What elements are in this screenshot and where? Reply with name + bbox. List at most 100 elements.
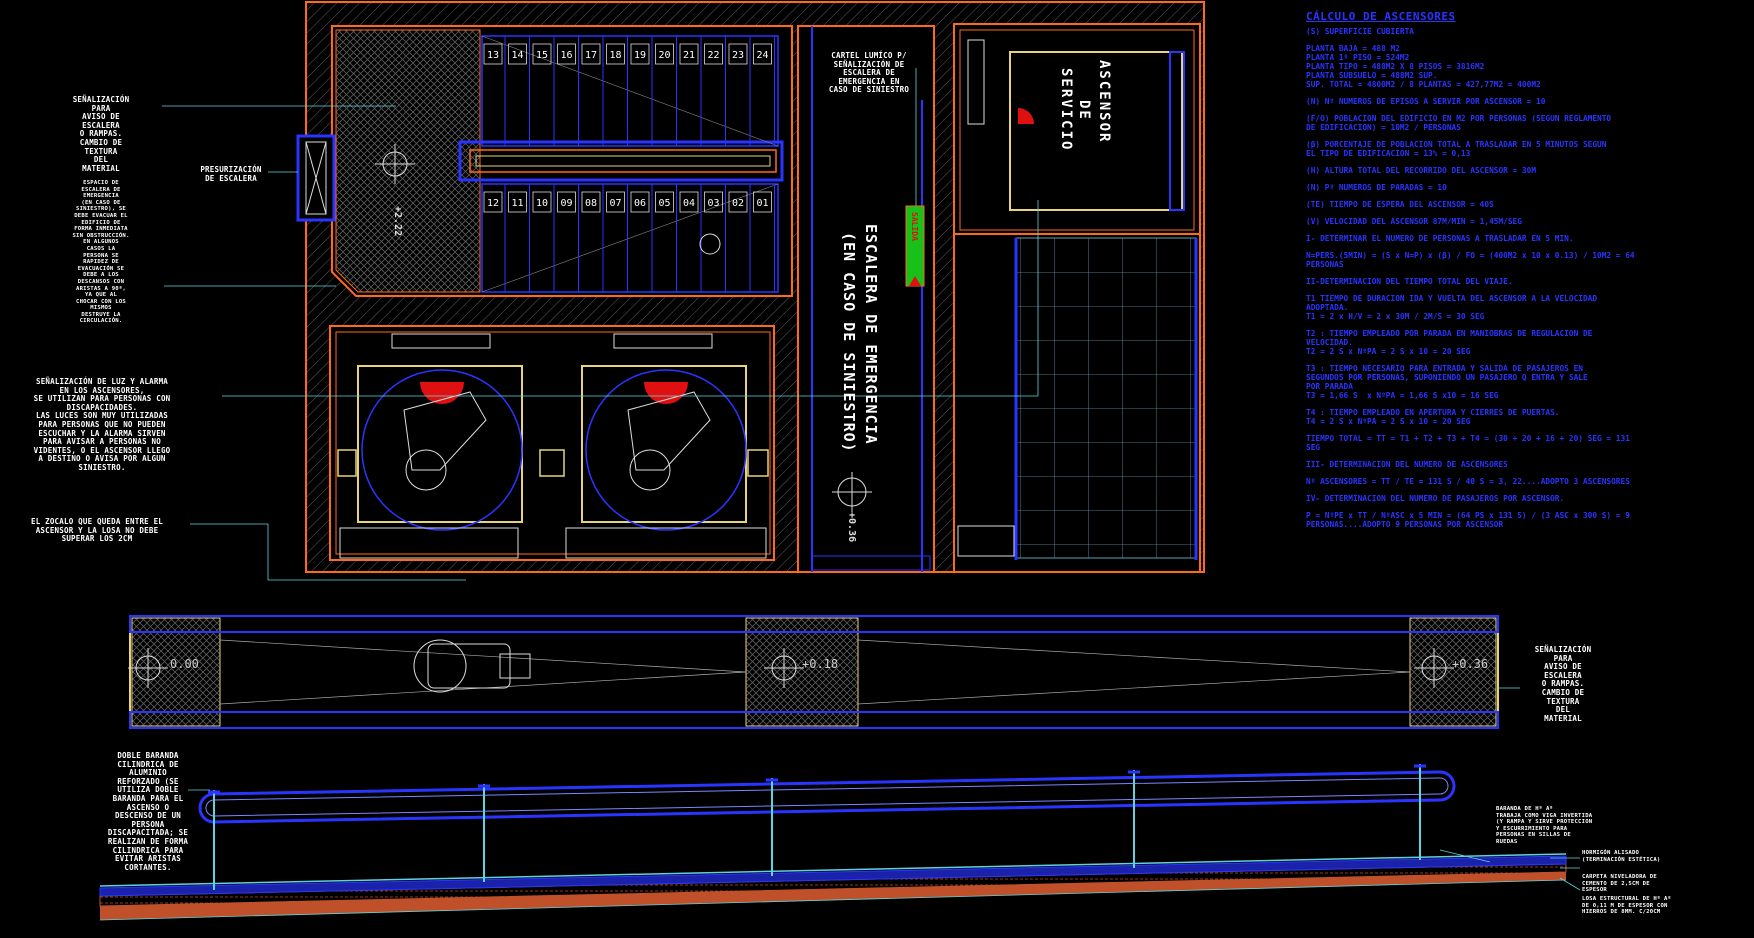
calc-line: PLANTA TIPO = 488M2 X 8 PISOS = 3816M2 bbox=[1306, 62, 1485, 71]
calc-block: Nº ASCENSORES = TT / TE = 131 S / 40 S =… bbox=[1306, 477, 1746, 486]
step-box bbox=[630, 43, 650, 65]
baranda-line: REFORZADO (SE bbox=[117, 776, 179, 786]
calc-line: (N) Nº NUMEROS DE EPISOS A SERVIR POR AS… bbox=[1306, 97, 1546, 106]
espacio-line: YA QUE AL bbox=[84, 292, 118, 299]
calc-line: PLANTA BAJA = 488 M2 bbox=[1306, 44, 1400, 53]
baranda-line: ALUMINIO bbox=[129, 768, 167, 778]
calc-line: PLANTA 1º PISO = 524M2 bbox=[1306, 53, 1410, 62]
senalizacion-line: AVISO DE bbox=[82, 112, 120, 122]
calc-line: T2 : TIEMPO EMPLEADO POR PARADA EN MANIO… bbox=[1306, 329, 1593, 338]
calc-line: N=PERS.(5MIN) = (S x N=P) x (β) / FO = (… bbox=[1306, 251, 1635, 260]
step-box bbox=[581, 191, 601, 213]
luz-line: SEÑALIZACIÓN DE LUZ Y ALARMA bbox=[35, 377, 169, 386]
senalizacion-line: TEXTURA bbox=[84, 146, 118, 156]
step-box bbox=[557, 43, 576, 65]
step-number: 17 bbox=[585, 50, 597, 61]
step-number: 19 bbox=[634, 50, 646, 61]
calc-line: SEG bbox=[1306, 443, 1321, 452]
step-box bbox=[704, 191, 723, 213]
step-number: 06 bbox=[634, 198, 646, 209]
stair-flight-upper bbox=[481, 35, 779, 147]
calc-line: (V) VELOCIDAD DEL ASCENSOR 87M/MIN = 1,4… bbox=[1306, 217, 1522, 226]
section-note-line: BARANDA DE Hº Aº bbox=[1496, 806, 1554, 812]
section-note-line: ESPESOR bbox=[1582, 887, 1607, 894]
calc-line: (H) ALTURA TOTAL DEL RECORRIDO DEL ASCEN… bbox=[1306, 166, 1537, 175]
espacio-line: DESTRUYE LA bbox=[81, 311, 121, 318]
calc-line: (TE) TIEMPO DE ESPERA DEL ASCENSOR = 40S bbox=[1306, 200, 1494, 209]
calc-block: (V) VELOCIDAD DEL ASCENSOR 87M/MIN = 1,4… bbox=[1306, 217, 1746, 226]
section-note-line: (TERMINACIÓN ESTÉTICA) bbox=[1582, 856, 1661, 863]
espacio-line: EMERGENCIA bbox=[83, 193, 119, 200]
elevator-cab-1 bbox=[339, 333, 523, 559]
step-number: 21 bbox=[683, 50, 695, 61]
espacio-line: EDIFICIO DE bbox=[81, 219, 121, 226]
espacio-line: ESCALERA DE bbox=[81, 186, 121, 193]
step-box bbox=[508, 43, 527, 65]
calc-line: PERSONAS bbox=[1306, 260, 1344, 269]
luz-line: DISCAPACIDADES. bbox=[66, 402, 138, 412]
calc-line: ADOPTADA. bbox=[1306, 303, 1349, 312]
section-note-line: CARPETA NIVELADORA DE bbox=[1582, 874, 1657, 880]
step-number: 18 bbox=[609, 50, 621, 61]
wheelchair-icon bbox=[413, 639, 531, 693]
baranda-line: DESCENSO DE UN bbox=[114, 811, 181, 821]
step-box bbox=[753, 43, 772, 65]
zocalo-line: SUPERAR LOS 2CM bbox=[61, 534, 133, 544]
step-number: 20 bbox=[658, 50, 670, 61]
section-note-line: CEMENTO DE 2,5CM DE bbox=[1582, 880, 1650, 887]
step-box bbox=[655, 43, 674, 65]
baranda-line: DISCAPACITADA; SE bbox=[107, 828, 189, 838]
section-note-line: Y ESCURRIMIENTO PARA bbox=[1496, 825, 1568, 832]
espacio-line: SINIESTRO), SE bbox=[76, 206, 126, 213]
calc-line: II-DETERMINACION DEL TIEMPO TOTAL DEL VI… bbox=[1306, 277, 1513, 286]
calc-block: (TE) TIEMPO DE ESPERA DEL ASCENSOR = 40S bbox=[1306, 200, 1746, 209]
senalizacion-2-line: O RAMPAS. bbox=[1541, 679, 1585, 689]
calc-block: T1 TIEMPO DE DURACION IDA Y VUELTA DEL A… bbox=[1306, 294, 1746, 321]
step-box bbox=[581, 43, 601, 65]
espacio-line: CHOCAR CON LOS bbox=[76, 298, 126, 305]
calc-block: T2 : TIEMPO EMPLEADO POR PARADA EN MANIO… bbox=[1306, 329, 1746, 356]
calc-line: T2 = 2 S x NºPA = 2 S x 10 = 20 SEG bbox=[1306, 347, 1471, 356]
section-note-line: TRABAJA COMO VIGA INVERTIDA bbox=[1496, 812, 1593, 819]
presurizacion-line: DE ESCALERA bbox=[205, 173, 257, 183]
step-box bbox=[557, 191, 576, 213]
calc-block: III- DETERMINACION DEL NUMERO DE ASCENSO… bbox=[1306, 460, 1746, 469]
espacio-line: ESPACIO DE bbox=[83, 180, 119, 186]
ramp-level-2: +0.36 bbox=[1452, 657, 1489, 671]
baranda-line: CILINDRICA DE bbox=[117, 759, 179, 769]
calc-line: (β) PORCENTAJE DE POBLACION TOTAL A TRAS… bbox=[1306, 140, 1607, 149]
calculo-ascensores-panel: CÁLCULO DE ASCENSORES (S) SUPERFICIE CUB… bbox=[1306, 10, 1746, 537]
luz-line: ESCUCHAR Y LA ALARMA SIRVEN bbox=[38, 428, 166, 438]
cartel-line: EMERGENCIA EN bbox=[838, 76, 900, 86]
calc-block: (β) PORCENTAJE DE POBLACION TOTAL A TRAS… bbox=[1306, 140, 1746, 158]
espacio-line: (EN CASO DE bbox=[81, 199, 121, 206]
luz-line: PARA PERSONAS QUE NO PUEDEN bbox=[38, 419, 166, 429]
calc-line: DE EDIFICACION) = 10M2 / PERSONAS bbox=[1306, 123, 1461, 132]
step-box bbox=[728, 43, 748, 65]
note-hormigon: HORMIGÓN ALISADO(TERMINACIÓN ESTÉTICA) bbox=[1582, 850, 1722, 863]
section-note-line: LOSA ESTRUCTURAL DE Hº Aº bbox=[1582, 896, 1672, 902]
espacio-line: DEBE A LOS bbox=[83, 272, 119, 279]
espacio-line: CIRCULACIÓN. bbox=[79, 318, 123, 325]
luz-line: EN LOS ASCENSORES, bbox=[59, 385, 145, 395]
step-number: 02 bbox=[732, 198, 744, 209]
senalizacion-line: ESCALERA bbox=[82, 120, 120, 130]
escalera-emergencia-label: ESCALERA DE EMERGENCIA bbox=[862, 224, 880, 445]
step-number: 14 bbox=[511, 50, 523, 61]
luz-line: SINIESTRO. bbox=[78, 462, 126, 472]
senalizacion-2-line: DEL bbox=[1555, 705, 1571, 715]
calc-block: TIEMPO TOTAL = TT = T1 + T2 + T3 + T4 = … bbox=[1306, 434, 1746, 452]
step-box bbox=[704, 43, 723, 65]
step-number: 09 bbox=[560, 198, 572, 209]
section-note-line: PERSONAS EN SILLAS DE bbox=[1496, 832, 1571, 839]
ascensor-de-label: DE bbox=[1076, 100, 1092, 121]
step-number: 24 bbox=[756, 50, 768, 61]
step-box bbox=[679, 191, 699, 213]
